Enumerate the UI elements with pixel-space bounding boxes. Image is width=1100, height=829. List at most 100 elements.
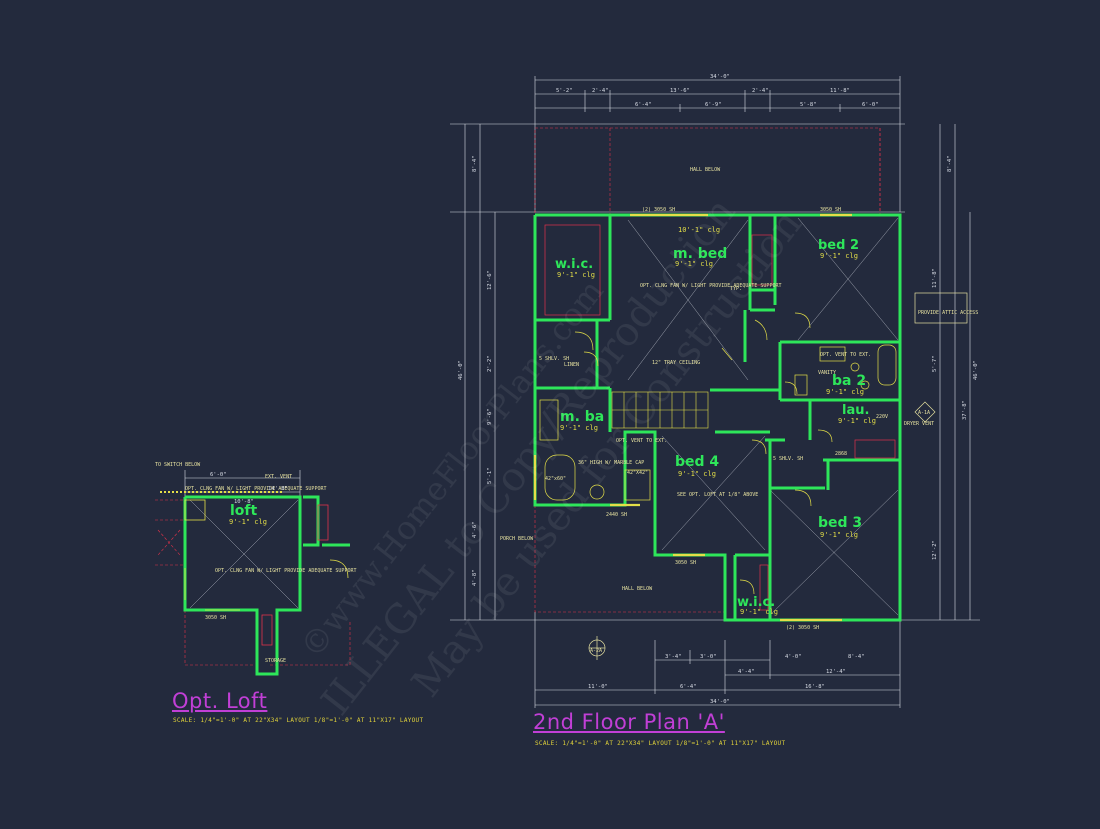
note-shelf-2: 5 SHLV. SH xyxy=(773,456,803,462)
ceiling-diagonals xyxy=(627,217,899,616)
dim-overall-bottom: 34'-0" xyxy=(710,699,730,705)
note-see-loft: SEE OPT. LOFT AT 1/8" ABOVE xyxy=(677,492,758,498)
note-loft-ext-vent: EXT. VENT xyxy=(265,474,292,480)
note-window-bed3: (2) 3050 SH xyxy=(786,625,819,631)
dim-bottom-3: 4'-0" xyxy=(785,654,802,660)
dim-top-4: 2'-4" xyxy=(752,88,769,94)
note-tray-ceiling: 12" TRAY CEILING xyxy=(652,360,700,366)
note-porch-below: PORCH BELOW xyxy=(500,536,534,542)
walls xyxy=(533,213,902,622)
dim-top-8: 5'-8" xyxy=(800,102,817,108)
section-tag xyxy=(588,292,968,660)
plan-title: 2nd Floor Plan 'A' xyxy=(533,710,725,734)
loft-title: Opt. Loft xyxy=(172,689,268,713)
note-tub: 42"x60" xyxy=(545,476,566,482)
stairs xyxy=(611,391,709,429)
note-220v: 220V xyxy=(876,414,888,420)
dim-left-3: 46'-0" xyxy=(458,360,464,380)
note-window-bed2: 3050 SH xyxy=(820,207,841,213)
dim-top-5: 11'-8" xyxy=(830,88,850,94)
watermark: ILLEGAL to Copy/Reproduction May be used… xyxy=(293,189,812,724)
dim-bottom-2: 3'-0" xyxy=(700,654,717,660)
dim-overall-top: 34'-0" xyxy=(710,74,730,80)
dim-bottom-6: 12'-4" xyxy=(826,669,846,675)
dim-bottom-1: 3'-4" xyxy=(665,654,682,660)
loft-scale: SCALE: 1/4"=1'-0" AT 22"X34" LAYOUT 1/8"… xyxy=(173,717,424,724)
note-to-switch: TO SWITCH BELOW xyxy=(155,462,201,468)
ceiling-bed-4: 9'-1" clg xyxy=(678,470,716,478)
dim-loft-3: 10'-8" xyxy=(234,499,254,505)
dim-left-1: 8'-4" xyxy=(472,155,478,172)
room-laundry: lau. xyxy=(842,403,869,418)
note-window-master: (2) 3050 SH xyxy=(642,207,675,213)
dimension-lines xyxy=(450,76,980,708)
ceiling-wic-1: 9'-1" clg xyxy=(557,271,595,279)
ceiling-bath-2: 9'-1" clg xyxy=(826,388,864,396)
room-bath-2: ba 2 xyxy=(832,373,866,389)
dim-right-5: 37'-8" xyxy=(962,400,968,420)
dim-right-3: 46'-0" xyxy=(973,360,979,380)
note-tag-a1a: A-1A xyxy=(918,410,930,416)
dim-top-2: 2'-4" xyxy=(592,88,609,94)
watermark-site: ©www.HomeFloorPlans.com xyxy=(293,272,612,665)
loft-diagonals xyxy=(189,499,299,609)
note-vent-bath2: OPT. VENT TO EXT. xyxy=(820,352,871,358)
note-loft-fan-top: OPT. CLNG FAN W/ LIGHT PROVIDE ADEQUATE … xyxy=(185,486,326,492)
ceiling-master-bed-alt: 10'-1" clg xyxy=(678,226,720,234)
room-master-bath: m. ba xyxy=(560,409,604,425)
dim-right-1: 8'-4" xyxy=(947,155,953,172)
note-attic-access: PROVIDE ATTIC ACCESS xyxy=(918,310,978,316)
note-fan-master: OPT. CLNG FAN W/ LIGHT PROVIDE ADEQUATE … xyxy=(640,283,781,289)
dim-bottom-5: 4'-4" xyxy=(738,669,755,675)
windows xyxy=(533,213,852,622)
note-tag-a2a: A-2A xyxy=(590,648,602,654)
ceiling-bed-3: 9'-1" clg xyxy=(820,531,858,539)
dim-bottom-8: 6'-4" xyxy=(680,684,697,690)
roof-outline xyxy=(534,127,881,613)
note-hall-below-top: HALL BELOW xyxy=(690,167,721,173)
dim-left-2: 12'-6" xyxy=(487,270,493,290)
dim-left-8: 4'-8" xyxy=(472,569,478,586)
room-bed-3: bed 3 xyxy=(818,515,862,531)
right-dimensions: 8'-4" 11'-8" 46'-0" 5'-7" 37'-8" 12'-2" xyxy=(932,155,979,560)
dim-bottom-9: 16'-8" xyxy=(805,684,825,690)
ceiling-loft: 9'-1" clg xyxy=(229,518,267,526)
note-loft-window: 3050 SH xyxy=(205,615,226,621)
room-bed-4: bed 4 xyxy=(675,454,719,470)
dim-top-1: 5'-2" xyxy=(556,88,573,94)
ceiling-wic-2: 9'-1" clg xyxy=(740,608,778,616)
dim-right-2: 11'-8" xyxy=(932,268,938,288)
note-vent-master-bath: OPT. VENT TO EXT. xyxy=(616,438,667,444)
note-hall-below-bottom: HALL BELOW xyxy=(622,586,653,592)
note-dryer-vent: DRYER VENT xyxy=(904,421,934,427)
doors-fixtures xyxy=(539,224,897,611)
note-window-bed4: 3050 SH xyxy=(675,560,696,566)
note-marble-cap: 36" HIGH W/ MARBLE CAP xyxy=(578,460,644,466)
room-loft: loft xyxy=(230,503,258,519)
ceiling-master-bath: 9'-1" clg xyxy=(560,424,598,432)
note-typical: TYP. xyxy=(730,286,742,292)
loft-red-lines xyxy=(155,499,351,666)
note-shower: 42"X42" xyxy=(627,470,648,476)
note-shelf-1: 5 SHLV. SH xyxy=(539,356,569,362)
room-master-bed: m. bed xyxy=(673,246,727,262)
left-dimensions: 8'-4" 12'-6" 46'-0" 2'-2" 9'-6" 5'-1" 4'… xyxy=(458,155,493,586)
ceiling-bed-2: 9'-1" clg xyxy=(820,252,858,260)
dim-top-6: 6'-4" xyxy=(635,102,652,108)
dim-top-7: 6'-9" xyxy=(705,102,722,108)
dim-left-6: 5'-1" xyxy=(487,467,493,484)
room-wic-1: w.i.c. xyxy=(555,257,593,272)
dim-left-4: 2'-2" xyxy=(487,355,493,372)
note-vanity: VANITY xyxy=(818,370,836,376)
ceiling-laundry: 9'-1" clg xyxy=(838,417,876,425)
room-bed-2: bed 2 xyxy=(818,238,859,253)
note-door-2868: 2868 xyxy=(835,451,847,457)
note-window-master-bath: 2440 SH xyxy=(606,512,627,518)
dim-loft-1: 6'-0" xyxy=(210,472,227,478)
note-linen: LINEN xyxy=(564,362,579,368)
dim-bottom-4: 8'-4" xyxy=(848,654,865,660)
note-loft-storage: STORAGE xyxy=(265,658,286,664)
dim-loft-2: 14'-8" xyxy=(268,486,288,492)
dim-right-6: 12'-2" xyxy=(932,540,938,560)
